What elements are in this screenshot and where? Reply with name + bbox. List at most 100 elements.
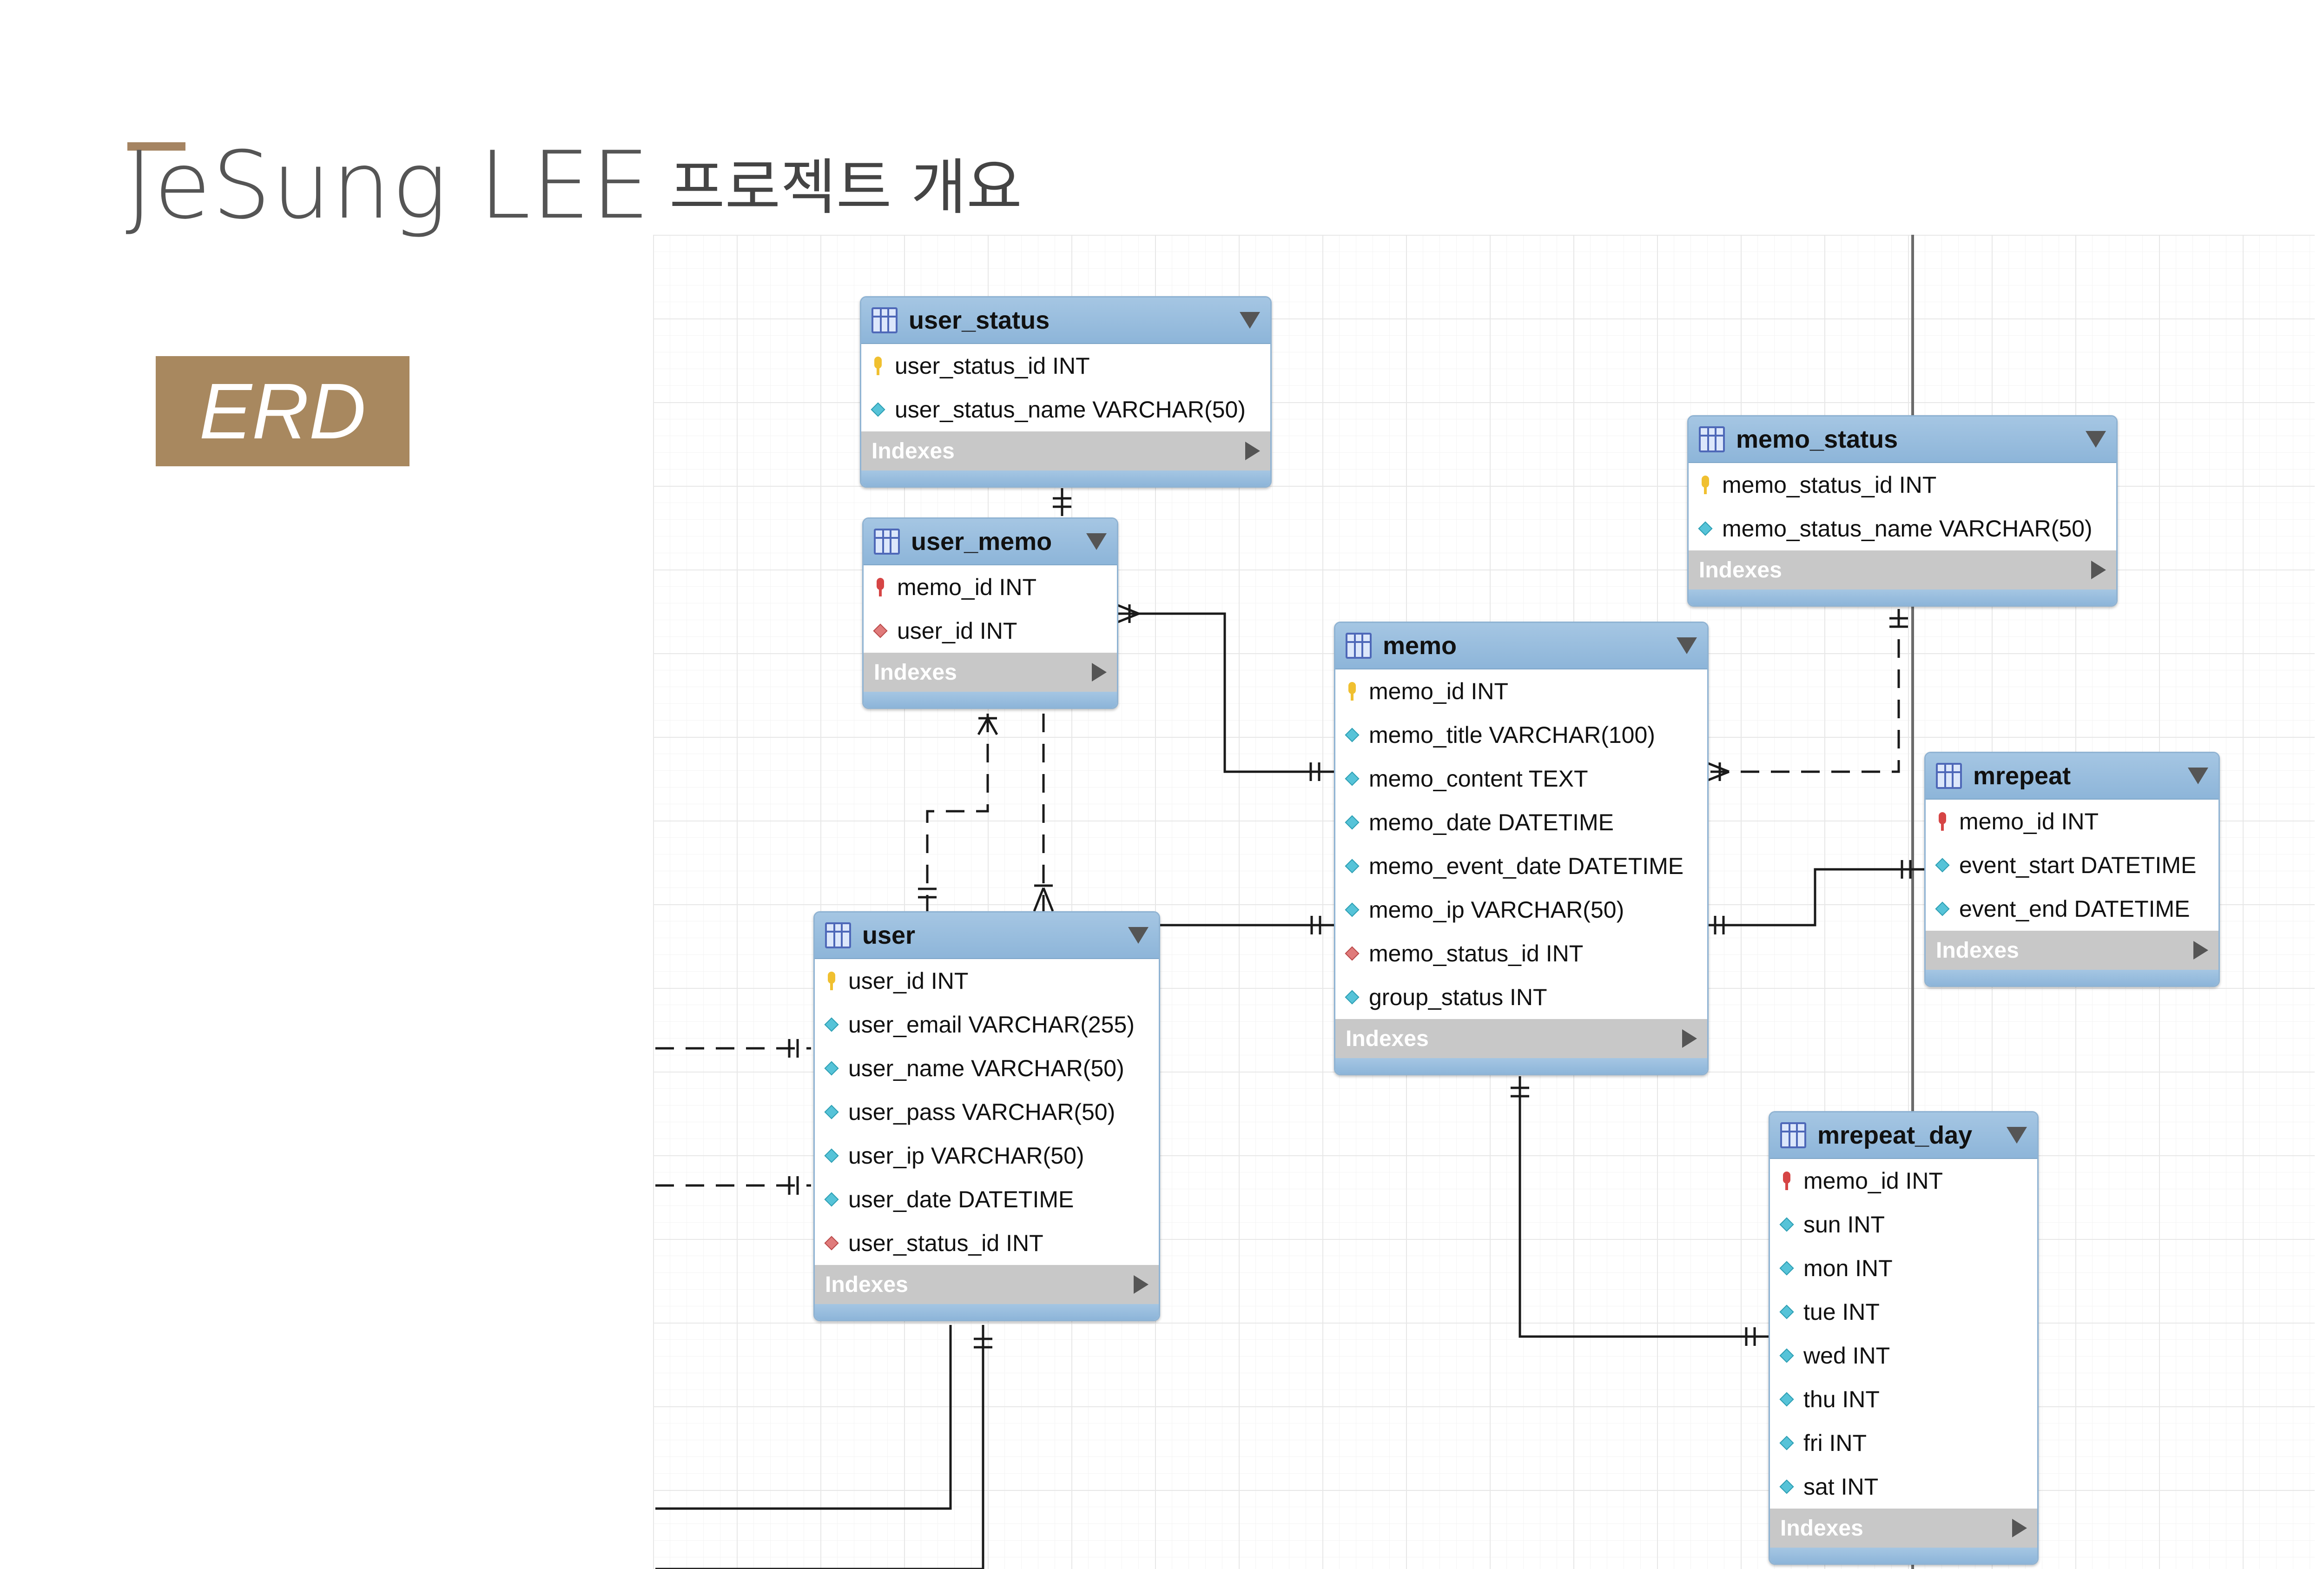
column-row[interactable]: event_end DATETIME	[1926, 887, 2218, 931]
table-memo-status[interactable]: memo_status memo_status_id INT memo_stat…	[1687, 415, 2118, 607]
column-icon	[1780, 1349, 1793, 1362]
column-row[interactable]: memo_ip VARCHAR(50)	[1335, 888, 1707, 932]
column-row[interactable]: thu INT	[1770, 1377, 2037, 1421]
column-label: mon INT	[1803, 1255, 1893, 1281]
column-row[interactable]: group_status INT	[1335, 975, 1707, 1019]
expand-arrow-icon[interactable]	[1245, 442, 1260, 460]
table-name: mrepeat_day	[1817, 1121, 1973, 1149]
column-label: user_name VARCHAR(50)	[848, 1055, 1124, 1081]
collapse-arrow-icon[interactable]	[1240, 312, 1260, 329]
column-row[interactable]: memo_event_date DATETIME	[1335, 844, 1707, 888]
table-name: user_memo	[911, 528, 1052, 556]
column-label: thu INT	[1803, 1386, 1880, 1412]
expand-arrow-icon[interactable]	[2193, 941, 2208, 960]
collapse-arrow-icon[interactable]	[2086, 431, 2106, 448]
collapse-arrow-icon[interactable]	[1128, 927, 1149, 944]
column-row[interactable]: user_email VARCHAR(255)	[815, 1003, 1159, 1046]
indexes-bar[interactable]: Indexes	[1689, 550, 2116, 589]
indexes-bar[interactable]: Indexes	[861, 431, 1270, 470]
table-user-memo[interactable]: user_memo memo_id INT user_id INT Indexe…	[862, 517, 1118, 709]
expand-arrow-icon[interactable]	[1682, 1029, 1697, 1048]
table-header[interactable]: user_memo	[864, 519, 1117, 565]
canvas-divider-line	[1911, 235, 1914, 1569]
column-row[interactable]: memo_id INT	[1335, 669, 1707, 713]
column-row[interactable]: memo_status_id INT	[1689, 463, 2116, 507]
column-icon	[825, 1193, 838, 1206]
rel-memo-mrepeat	[1706, 868, 1924, 927]
column-row[interactable]: sat INT	[1770, 1465, 2037, 1509]
column-row[interactable]: mon INT	[1770, 1246, 2037, 1290]
table-icon	[872, 307, 898, 333]
table-icon	[1699, 426, 1725, 452]
column-row[interactable]: user_status_id INT	[861, 344, 1270, 388]
column-row[interactable]: fri INT	[1770, 1421, 2037, 1465]
collapse-arrow-icon[interactable]	[2007, 1127, 2027, 1144]
indexes-bar[interactable]: Indexes	[864, 653, 1117, 692]
column-row[interactable]: user_date DATETIME	[815, 1178, 1159, 1221]
collapse-arrow-icon[interactable]	[1086, 533, 1107, 550]
column-row[interactable]: user_id INT	[815, 959, 1159, 1003]
column-row[interactable]: user_id INT	[864, 609, 1117, 653]
column-row[interactable]: user_name VARCHAR(50)	[815, 1046, 1159, 1090]
foreign-column-icon	[825, 1237, 838, 1250]
table-footer	[815, 1304, 1159, 1320]
table-memo[interactable]: memo memo_id INT memo_title VARCHAR(100)…	[1334, 622, 1709, 1075]
column-row[interactable]: memo_status_id INT	[1335, 932, 1707, 975]
column-icon	[1346, 903, 1359, 916]
column-icon	[1780, 1437, 1793, 1450]
expand-arrow-icon[interactable]	[1092, 663, 1107, 682]
column-label: memo_id INT	[1959, 808, 2099, 834]
indexes-label: Indexes	[1699, 557, 1782, 583]
table-mrepeat-day[interactable]: mrepeat_day memo_id INT sun INT mon INT …	[1769, 1111, 2039, 1565]
column-label: memo_date DATETIME	[1369, 809, 1614, 835]
table-user[interactable]: user user_id INT user_email VARCHAR(255)…	[813, 911, 1160, 1321]
column-label: sat INT	[1803, 1474, 1879, 1500]
column-row[interactable]: user_pass VARCHAR(50)	[815, 1090, 1159, 1134]
column-row[interactable]: event_start DATETIME	[1926, 843, 2218, 887]
column-label: user_id INT	[848, 968, 969, 994]
collapse-arrow-icon[interactable]	[2188, 768, 2208, 784]
indexes-label: Indexes	[1346, 1026, 1429, 1051]
column-row[interactable]: memo_date DATETIME	[1335, 801, 1707, 844]
collapse-arrow-icon[interactable]	[1677, 637, 1697, 654]
column-label: memo_content TEXT	[1369, 766, 1588, 792]
column-row[interactable]: wed INT	[1770, 1334, 2037, 1377]
column-row[interactable]: sun INT	[1770, 1203, 2037, 1246]
indexes-bar[interactable]: Indexes	[1770, 1509, 2037, 1548]
column-label: memo_id INT	[1369, 678, 1509, 704]
indexes-bar[interactable]: Indexes	[1926, 931, 2218, 970]
column-label: memo_status_id INT	[1369, 940, 1584, 967]
column-row[interactable]: user_ip VARCHAR(50)	[815, 1134, 1159, 1178]
column-row[interactable]: user_status_name VARCHAR(50)	[861, 388, 1270, 431]
foreign-column-icon	[1346, 947, 1359, 960]
table-user-status[interactable]: user_status user_status_id INT user_stat…	[860, 296, 1272, 488]
table-header[interactable]: memo_status	[1689, 417, 2116, 463]
column-row[interactable]: memo_status_name VARCHAR(50)	[1689, 507, 2116, 550]
column-row[interactable]: memo_id INT	[864, 565, 1117, 609]
column-icon	[1346, 991, 1359, 1004]
column-label: memo_status_name VARCHAR(50)	[1722, 516, 2093, 542]
column-row[interactable]: memo_id INT	[1926, 800, 2218, 843]
table-header[interactable]: memo	[1335, 623, 1707, 669]
column-label: tue INT	[1803, 1299, 1880, 1325]
indexes-bar[interactable]: Indexes	[1335, 1019, 1707, 1058]
column-row[interactable]: memo_title VARCHAR(100)	[1335, 713, 1707, 757]
expand-arrow-icon[interactable]	[2012, 1519, 2027, 1537]
table-mrepeat[interactable]: mrepeat memo_id INT event_start DATETIME…	[1924, 752, 2220, 987]
table-header[interactable]: user	[815, 913, 1159, 959]
table-footer	[1770, 1548, 2037, 1563]
column-row[interactable]: user_status_id INT	[815, 1221, 1159, 1265]
column-row[interactable]: tue INT	[1770, 1290, 2037, 1334]
expand-arrow-icon[interactable]	[2091, 561, 2106, 579]
column-row[interactable]: memo_content TEXT	[1335, 757, 1707, 801]
expand-arrow-icon[interactable]	[1134, 1275, 1149, 1294]
column-label: group_status INT	[1369, 984, 1547, 1010]
indexes-bar[interactable]: Indexes	[815, 1265, 1159, 1304]
column-row[interactable]: memo_id INT	[1770, 1159, 2037, 1203]
foreign-key-icon	[874, 578, 887, 596]
column-icon	[1346, 772, 1359, 785]
table-header[interactable]: mrepeat	[1926, 753, 2218, 800]
table-header[interactable]: user_status	[861, 298, 1270, 344]
table-header[interactable]: mrepeat_day	[1770, 1112, 2037, 1159]
